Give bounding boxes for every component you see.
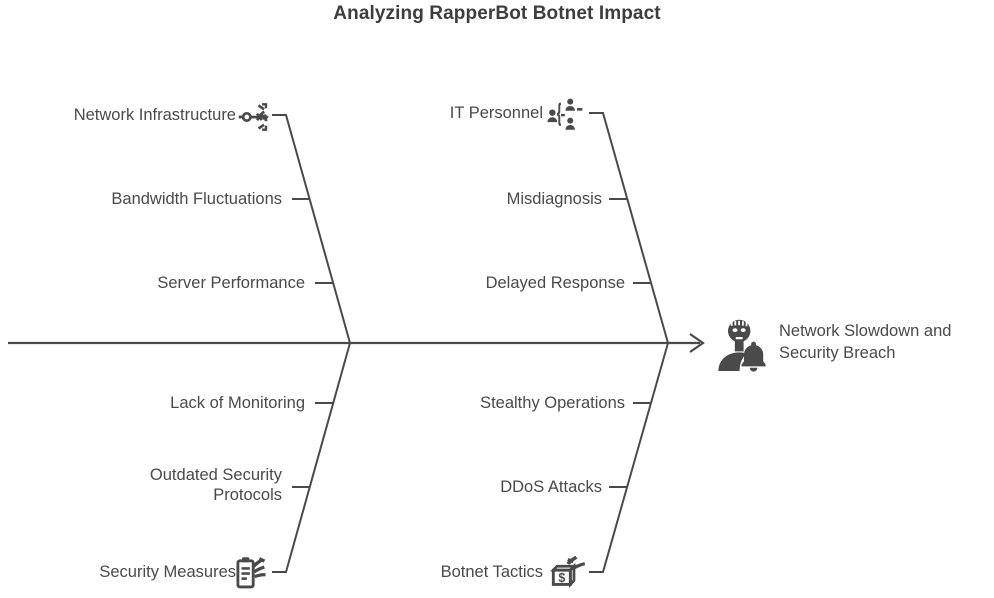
rib-upper-right-line [589, 112, 669, 344]
cause-label-server-performance: Server Performance [157, 274, 305, 292]
branch-head-label-it-personnel: IT Personnel [449, 104, 543, 122]
branch-head-label-security-measures: Security Measures [99, 563, 236, 581]
cause-label-ddos-attacks: DDoS Attacks [500, 478, 602, 496]
rib-upper-left [272, 114, 351, 344]
rib-lower-left-line [272, 342, 351, 573]
cause-label-misdiagnosis: Misdiagnosis [506, 190, 602, 208]
cause-label-outdated-security-protocols: Outdated Security Protocols [149, 466, 282, 504]
rib-upper-right [589, 112, 669, 344]
spine-group [8, 333, 705, 353]
branch-head-label-network-infrastructure: Network Infrastructure [73, 106, 236, 124]
svg-text:$: $ [558, 571, 565, 585]
cause-label-stealthy-operations: Stealthy Operations [480, 394, 625, 412]
rib-upper-left-line [272, 114, 351, 344]
org-chart-people-icon [546, 96, 584, 136]
branch-head-label-botnet-tactics: Botnet Tactics [440, 563, 543, 581]
clipboard-checklist-hand-icon [234, 551, 270, 589]
cause-label-delayed-response: Delayed Response [485, 274, 625, 292]
rib-lower-right [589, 342, 669, 573]
network-share-icon [238, 100, 272, 134]
cause-label-bandwidth-fluctuations: Bandwidth Fluctuations [111, 190, 282, 208]
hacker-alert-icon [714, 315, 768, 373]
money-box-hand-icon: $ [548, 551, 586, 589]
rib-lower-right-line [589, 342, 669, 573]
rib-lower-left [272, 342, 351, 573]
page-title: Analyzing RapperBot Botnet Impact [333, 3, 661, 24]
spine-arrowhead [689, 333, 705, 353]
effect-label: Network Slowdown and Security Breach [779, 322, 952, 362]
cause-label-lack-of-monitoring: Lack of Monitoring [170, 394, 305, 412]
